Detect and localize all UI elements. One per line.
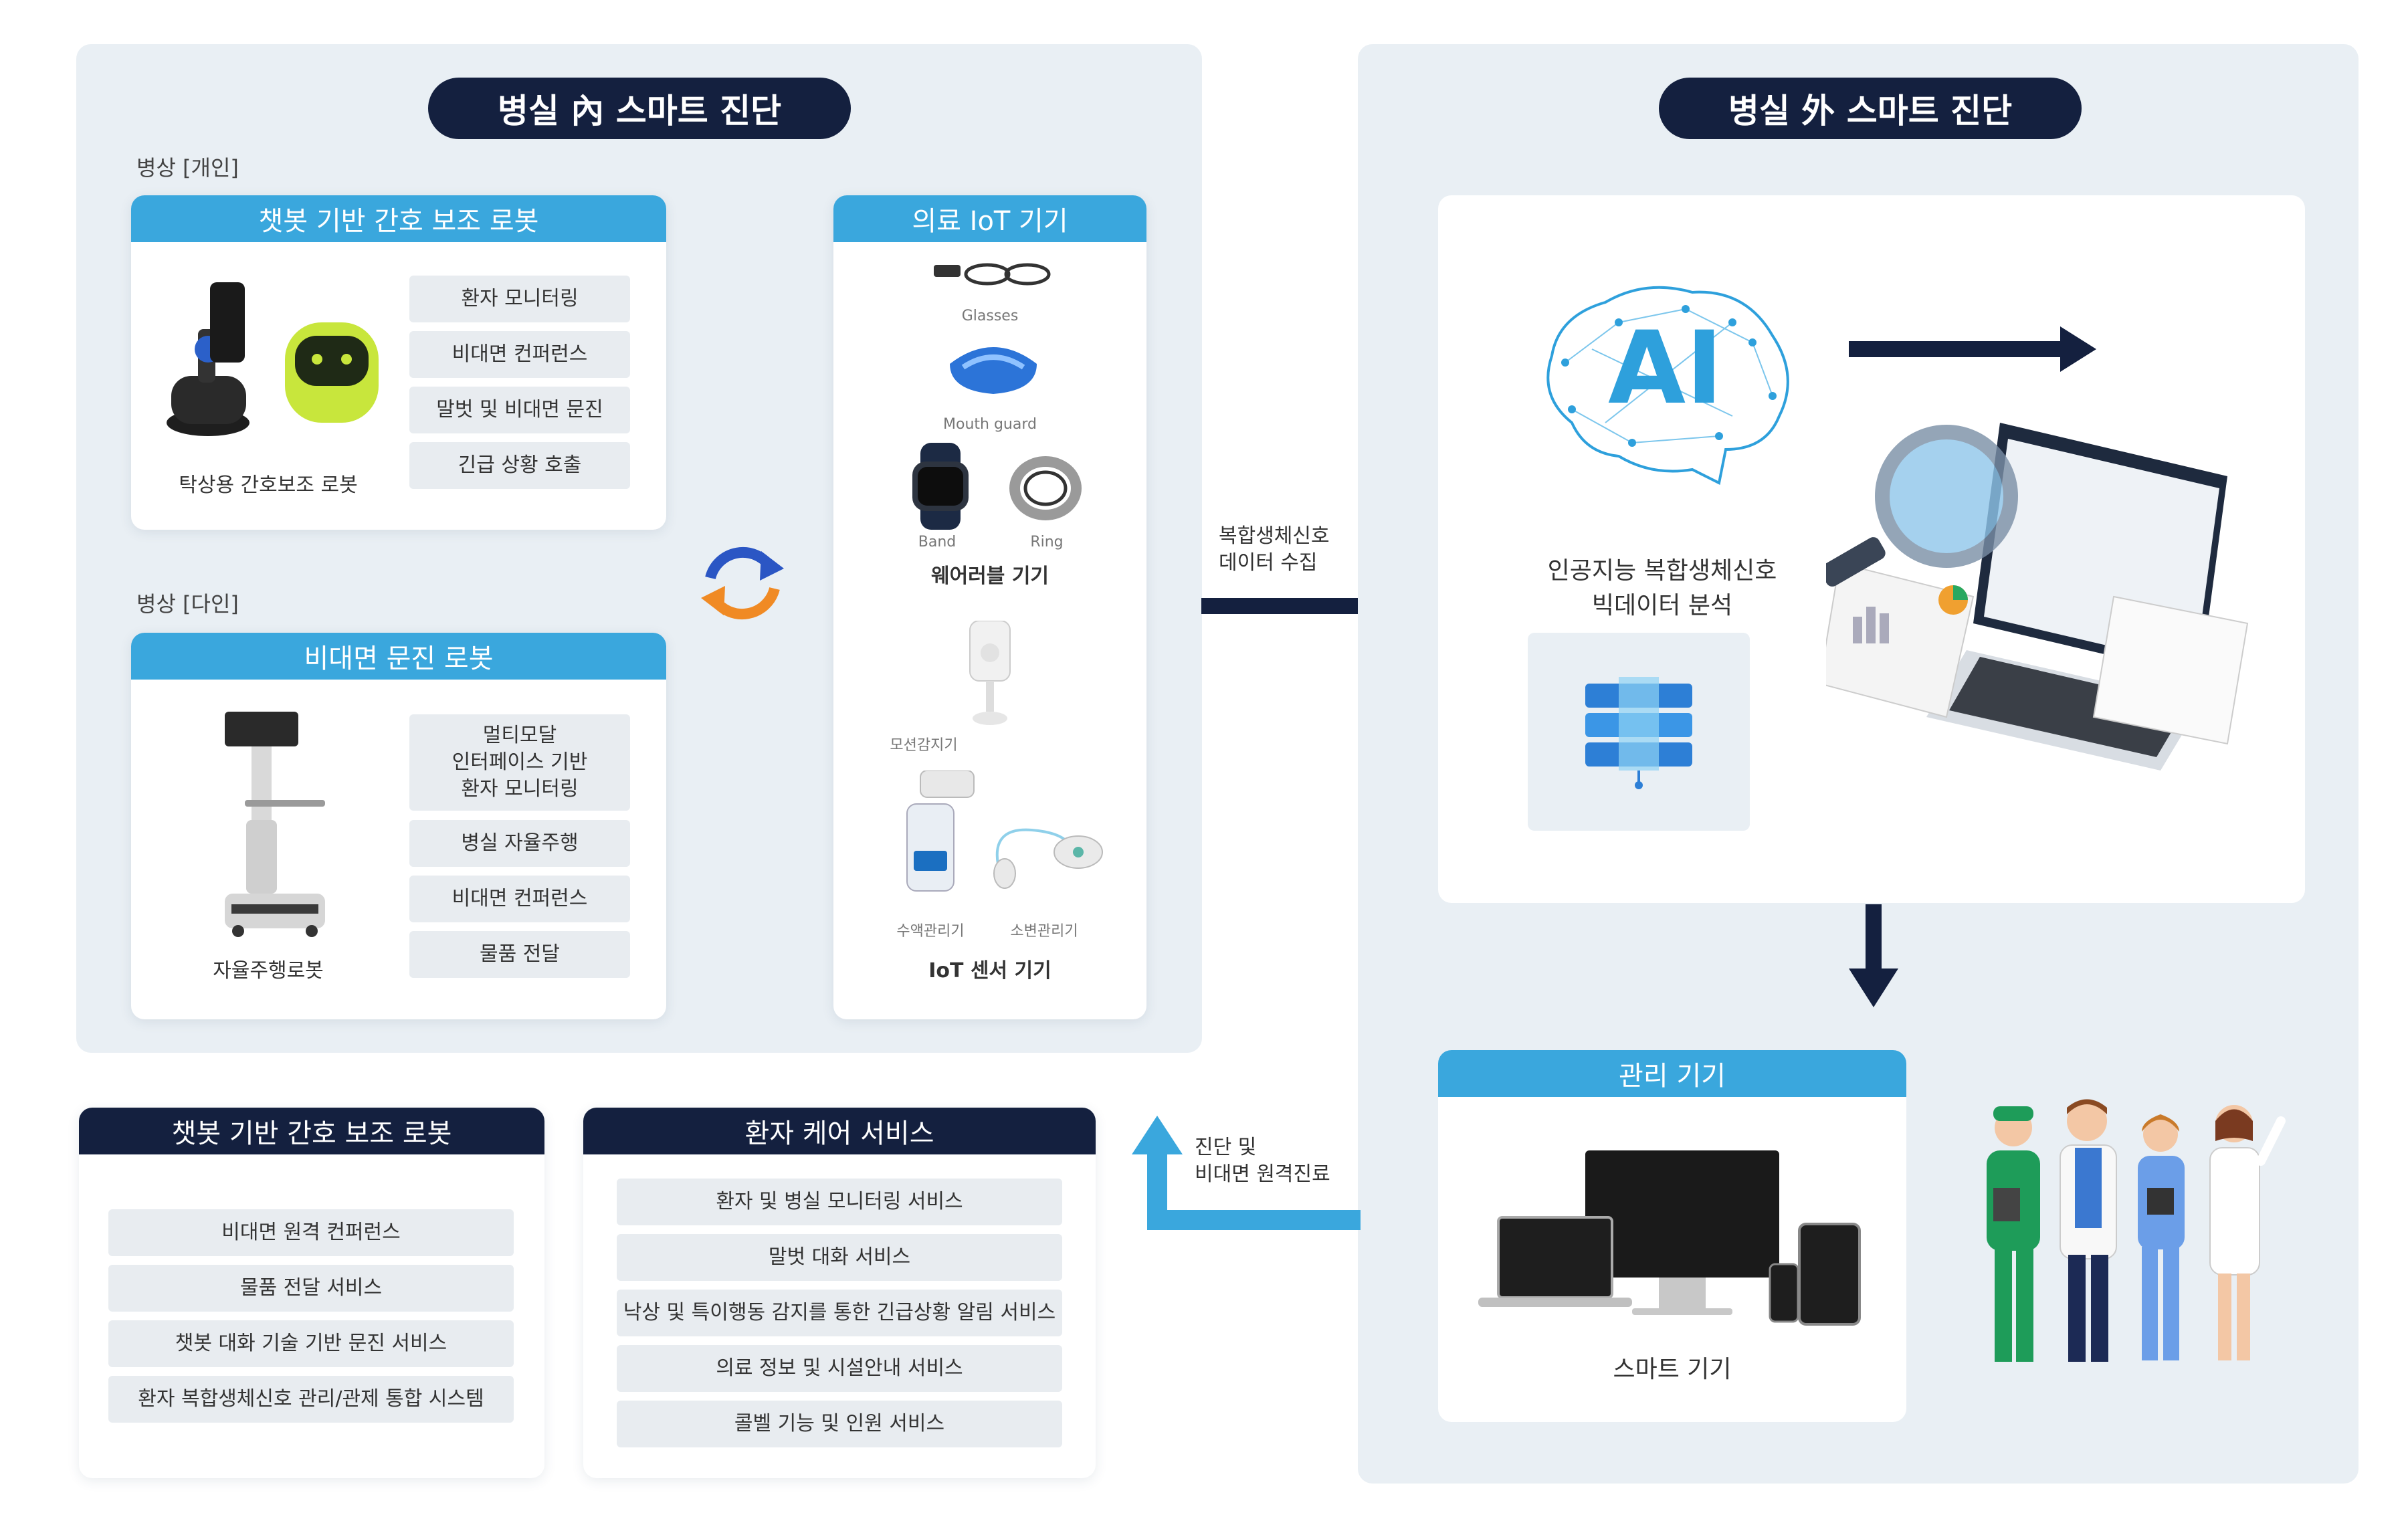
device-caption: 스마트 기기 (1613, 1356, 1732, 1383)
device-card: 관리 기기 스마트 기기 (1438, 1050, 1906, 1422)
smart-devices-image (1478, 1150, 1861, 1326)
patient-care-item-2: 낙상 및 특이행동 감지를 통한 긴급상황 알림 서비스 (617, 1290, 1062, 1336)
motion-sensor-label: 모션감지기 (890, 737, 958, 754)
infusion-manager-image (906, 771, 975, 892)
arrow-up-icon (1132, 1116, 1361, 1230)
ai-text: AI (1608, 310, 1723, 427)
patient-care-item-0: 환자 및 병실 모니터링 서비스 (617, 1179, 1062, 1225)
analysis-computer-image (1826, 423, 2249, 771)
interview-robot-caption: 자율주행로봇 (213, 959, 324, 983)
chatbot-robot-card: 챗봇 기반 간호 보조 로봇 탁상용 간호보조 로봇 환자 모니터링 비대면 컨… (131, 195, 666, 530)
patient-care-item-3: 의료 정보 및 시설안내 서비스 (617, 1345, 1062, 1392)
iot-card: 의료 IoT 기기 Glasses Mouth guard Band Ring … (833, 195, 1146, 1019)
patient-care-item-4: 콜벨 기능 및 인원 서비스 (617, 1401, 1062, 1447)
arrow-right-icon-2 (1849, 326, 2096, 372)
bottom-chatbot-item-2: 챗봇 대화 기술 기반 문진 서비스 (108, 1320, 514, 1367)
bottom-chatbot-item-3: 환자 복합생체신호 관리/관제 통합 시스템 (108, 1376, 514, 1423)
glasses-label: Glasses (961, 308, 1019, 324)
chatbot-item-3: 긴급 상황 호출 (409, 442, 630, 489)
bottom-chatbot-title: 챗봇 기반 간호 보조 로봇 (79, 1108, 544, 1154)
device-title: 관리 기기 (1438, 1050, 1906, 1097)
sync-icon (701, 547, 784, 619)
chatbot-robot-caption: 탁상용 간호보조 로봇 (179, 474, 358, 497)
server-box (1528, 633, 1750, 831)
collect-label: 복합생체신호 데이터 수집 (1219, 524, 1330, 575)
chatbot-item-0: 환자 모니터링 (409, 276, 630, 322)
glasses-image (934, 263, 1051, 286)
bed-individual-label: 병상 [개인] (136, 155, 239, 181)
interview-item-1: 병실 자율주행 (409, 820, 630, 867)
bed-multi-label: 병상 [다인] (136, 591, 239, 617)
bottom-chatbot-card: 챗봇 기반 간호 보조 로봇 비대면 원격 컨퍼런스 물품 전달 서비스 챗봇 … (79, 1108, 544, 1478)
mouth-guard-label: Mouth guard (943, 416, 1037, 433)
out-room-title: 병실 外 스마트 진단 (1659, 78, 2082, 139)
ai-caption: 인공지능 복합생체신호 빅데이터 분석 (1547, 557, 1777, 619)
remote-label: 진단 및 비대면 원격진료 (1195, 1136, 1330, 1186)
chatbot-item-1: 비대면 컨퍼런스 (409, 331, 630, 378)
urine-manager-image (993, 828, 1103, 889)
ai-analysis-card: AI 인공지능 복합생체신호 빅데이터 분석 (1438, 195, 2305, 903)
iot-title: 의료 IoT 기기 (833, 195, 1146, 242)
in-room-title: 병실 內 스마트 진단 (428, 78, 851, 139)
band-image (912, 443, 969, 530)
interview-robot-title: 비대면 문진 로봇 (131, 633, 666, 680)
ring-image (1009, 456, 1082, 520)
arrow-down-icon (1849, 904, 1898, 1007)
patient-care-card: 환자 케어 서비스 환자 및 병실 모니터링 서비스 말벗 대화 서비스 낙상 … (583, 1108, 1096, 1478)
ai-brain-icon: AI (1546, 286, 1789, 485)
chatbot-item-2: 말벗 및 비대면 문진 (409, 387, 630, 433)
band-label: Band (918, 534, 957, 550)
interview-item-0: 멀티모달 인터페이스 기반 환자 모니터링 (409, 714, 630, 811)
bottom-chatbot-item-0: 비대면 원격 컨퍼런스 (108, 1209, 514, 1256)
mouth-guard-image (950, 347, 1037, 394)
bottom-chatbot-item-1: 물품 전달 서비스 (108, 1265, 514, 1312)
desk-robot-image (167, 282, 379, 436)
interview-item-3: 물품 전달 (409, 931, 630, 978)
patient-care-title: 환자 케어 서비스 (583, 1108, 1096, 1154)
interview-item-2: 비대면 컨퍼런스 (409, 876, 630, 922)
iot-sensor-label: IoT 센서 기기 (928, 959, 1051, 983)
ring-label: Ring (1030, 534, 1064, 550)
interview-robot-card: 비대면 문진 로봇 자율주행로봇 멀티모달 인터페이스 기반 환자 모니터링 병… (131, 633, 666, 1019)
chatbot-robot-title: 챗봇 기반 간호 보조 로봇 (131, 195, 666, 242)
motion-sensor-image (969, 621, 1011, 725)
urine-manager-label: 소변관리기 (1010, 923, 1078, 940)
server-icon (1585, 677, 1692, 789)
infusion-manager-label: 수액관리기 (896, 923, 965, 940)
medical-staff-image (1987, 1099, 2286, 1362)
patient-care-item-1: 말벗 대화 서비스 (617, 1234, 1062, 1281)
autonomous-robot-image (225, 712, 325, 937)
wearable-label: 웨어러블 기기 (930, 565, 1049, 588)
